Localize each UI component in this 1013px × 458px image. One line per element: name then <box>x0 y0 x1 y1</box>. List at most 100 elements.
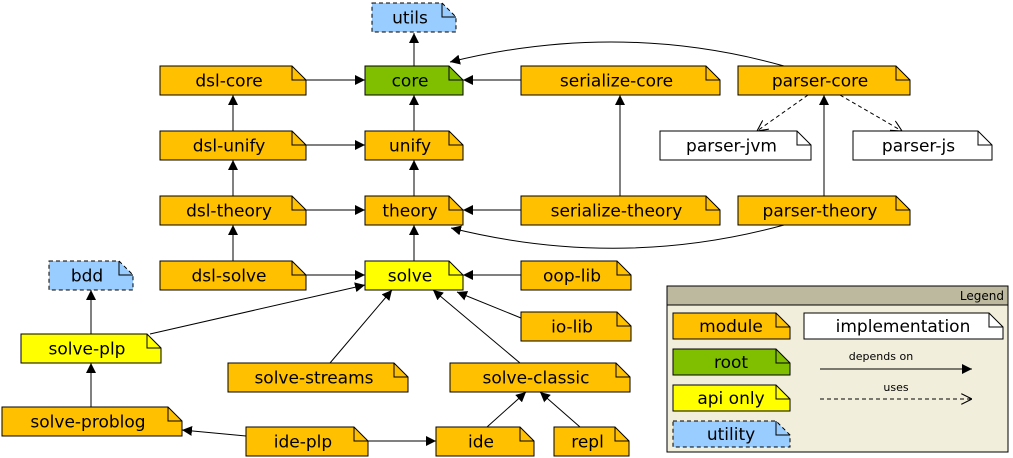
node-solve-plp-label: solve-plp <box>49 340 126 360</box>
node-solve-problog-label: solve-problog <box>30 413 145 433</box>
legend-utility-swatch <box>672 420 791 448</box>
node-serialize-core-box <box>520 65 721 96</box>
node-solve-plp-box <box>20 333 162 364</box>
legend-module: module <box>672 312 791 340</box>
edge-ide-to-solve-classic <box>486 391 527 428</box>
edge-io-lib-to-solve <box>456 291 522 319</box>
node-parser-jvm-fold <box>796 131 811 146</box>
node-solve: solve <box>364 260 464 291</box>
node-ide-plp-box <box>245 426 369 457</box>
node-ide-label: ide <box>468 433 494 453</box>
legend-title: Legend <box>960 289 1004 303</box>
node-oop-lib-fold <box>616 261 631 276</box>
node-solve-classic-fold <box>615 363 630 378</box>
legend-module-label: module <box>699 317 763 337</box>
legend-panel: Legend module root api only utility impl… <box>666 285 1009 453</box>
node-parser-js-fold <box>977 131 992 146</box>
node-parser-core: parser-core <box>737 65 911 96</box>
node-solve-problog: solve-problog <box>1 406 183 437</box>
legend-uses-label: uses <box>883 381 908 394</box>
node-utils-label: utils <box>392 9 428 29</box>
node-utils-fold <box>441 3 456 18</box>
node-parser-theory-label: parser-theory <box>763 202 878 222</box>
node-dsl-unify-fold <box>291 131 306 146</box>
node-serialize-theory-label: serialize-theory <box>551 202 683 222</box>
node-utils: utils <box>371 2 457 33</box>
node-solve-label: solve <box>388 267 433 287</box>
legend-module-swatch <box>672 312 791 340</box>
node-core: core <box>364 65 464 96</box>
node-dsl-unify-label: dsl-unify <box>193 137 266 157</box>
legend-api-only-label: api only <box>697 389 764 409</box>
node-bdd-label: bdd <box>71 267 103 287</box>
node-dsl-unify-box <box>159 130 307 161</box>
node-unify: unify <box>364 130 464 161</box>
node-parser-jvm: parser-jvm <box>659 130 812 161</box>
node-core-fold <box>448 66 463 81</box>
node-parser-core-fold <box>895 66 910 81</box>
node-repl-fold <box>614 427 629 442</box>
node-utils-box <box>371 2 457 33</box>
node-dsl-theory-box <box>159 195 307 226</box>
edges-layer <box>86 33 902 446</box>
edge-solve-plp-to-solve <box>149 282 366 335</box>
legend-utility: utility <box>672 420 791 448</box>
node-ide-box <box>435 426 535 457</box>
node-dsl-unify: dsl-unify <box>159 130 307 161</box>
node-dsl-theory: dsl-theory <box>159 195 307 226</box>
node-solve-streams-box <box>227 362 409 393</box>
node-solve-problog-box <box>1 406 183 437</box>
node-io-lib: io-lib <box>520 311 632 342</box>
node-serialize-core-fold <box>705 66 720 81</box>
node-oop-lib-box <box>520 260 632 291</box>
node-repl-label: repl <box>571 433 604 453</box>
node-ide-plp-fold <box>353 427 368 442</box>
node-dsl-theory-fold <box>291 196 306 211</box>
edge-parser-core-to-parser-js <box>839 94 902 131</box>
node-io-lib-label: io-lib <box>551 318 593 338</box>
legend-depends-on-label: depends on <box>849 350 913 363</box>
node-dsl-solve-box <box>159 260 307 291</box>
node-theory-box <box>364 195 464 226</box>
edge-ide-plp-to-solve-problog <box>181 425 247 437</box>
node-parser-theory-fold <box>895 196 910 211</box>
node-parser-theory: parser-theory <box>737 195 911 226</box>
node-solve-classic-label: solve-classic <box>483 369 590 389</box>
node-parser-jvm-label: parser-jvm <box>686 137 777 157</box>
node-oop-lib: oop-lib <box>520 260 632 291</box>
node-dsl-core-label: dsl-core <box>195 72 262 92</box>
node-parser-jvm-box <box>659 130 812 161</box>
node-parser-core-box <box>737 65 911 96</box>
node-serialize-theory-fold <box>705 196 720 211</box>
node-solve-fold <box>448 261 463 276</box>
node-solve-classic: solve-classic <box>449 362 631 393</box>
edge-parser-theory-to-theory <box>450 224 785 249</box>
edge-solve-streams-to-solve <box>329 289 393 364</box>
node-dsl-core-fold <box>291 66 306 81</box>
node-solve-streams-fold <box>393 363 408 378</box>
legend-root-label: root <box>714 353 748 373</box>
node-parser-core-label: parser-core <box>772 72 868 92</box>
node-serialize-core-label: serialize-core <box>560 72 673 92</box>
node-bdd: bdd <box>48 260 134 291</box>
node-theory: theory <box>364 195 464 226</box>
node-repl: repl <box>553 426 630 457</box>
node-oop-lib-label: oop-lib <box>543 267 601 287</box>
node-parser-js: parser-js <box>852 130 993 161</box>
node-serialize-core: serialize-core <box>520 65 721 96</box>
node-solve-streams-label: solve-streams <box>254 369 373 389</box>
edge-solve-classic-to-solve <box>432 289 521 364</box>
legend-header <box>666 285 1009 306</box>
node-ide-plp-label: ide-plp <box>274 433 332 453</box>
legend-implementation-swatch <box>803 312 1004 340</box>
node-core-box <box>364 65 464 96</box>
node-unify-label: unify <box>389 137 431 157</box>
node-dsl-solve-fold <box>291 261 306 276</box>
node-serialize-theory: serialize-theory <box>520 195 721 226</box>
node-dsl-solve-label: dsl-solve <box>191 267 266 287</box>
node-solve-box <box>364 260 464 291</box>
node-parser-js-label: parser-js <box>882 137 955 157</box>
legend-utility-label: utility <box>707 425 755 445</box>
edge-parser-core-to-core <box>449 41 785 67</box>
